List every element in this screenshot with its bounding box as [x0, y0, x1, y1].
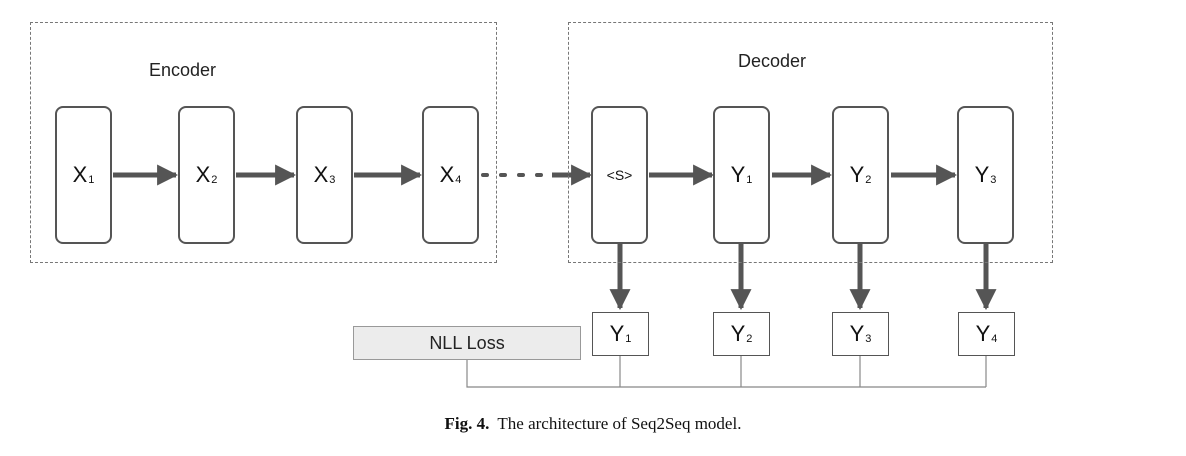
figure-caption: Fig. 4. The architecture of Seq2Seq model…: [0, 414, 1186, 434]
encoder-label: Encoder: [149, 60, 217, 80]
nll-loss-label: NLL Loss: [429, 332, 505, 353]
start-token: <S>: [606, 167, 633, 183]
caption-text: The architecture of Seq2Seq model.: [497, 414, 742, 433]
nll-loss-box: NLL Loss: [353, 326, 581, 360]
decoder-label: Decoder: [738, 51, 807, 71]
caption-prefix: Fig. 4.: [444, 414, 490, 433]
encoder-group: [30, 22, 497, 263]
decoder-group: [568, 22, 1053, 263]
loss-bus: [466, 360, 986, 388]
decoder-start-cell: <S>: [591, 106, 648, 244]
